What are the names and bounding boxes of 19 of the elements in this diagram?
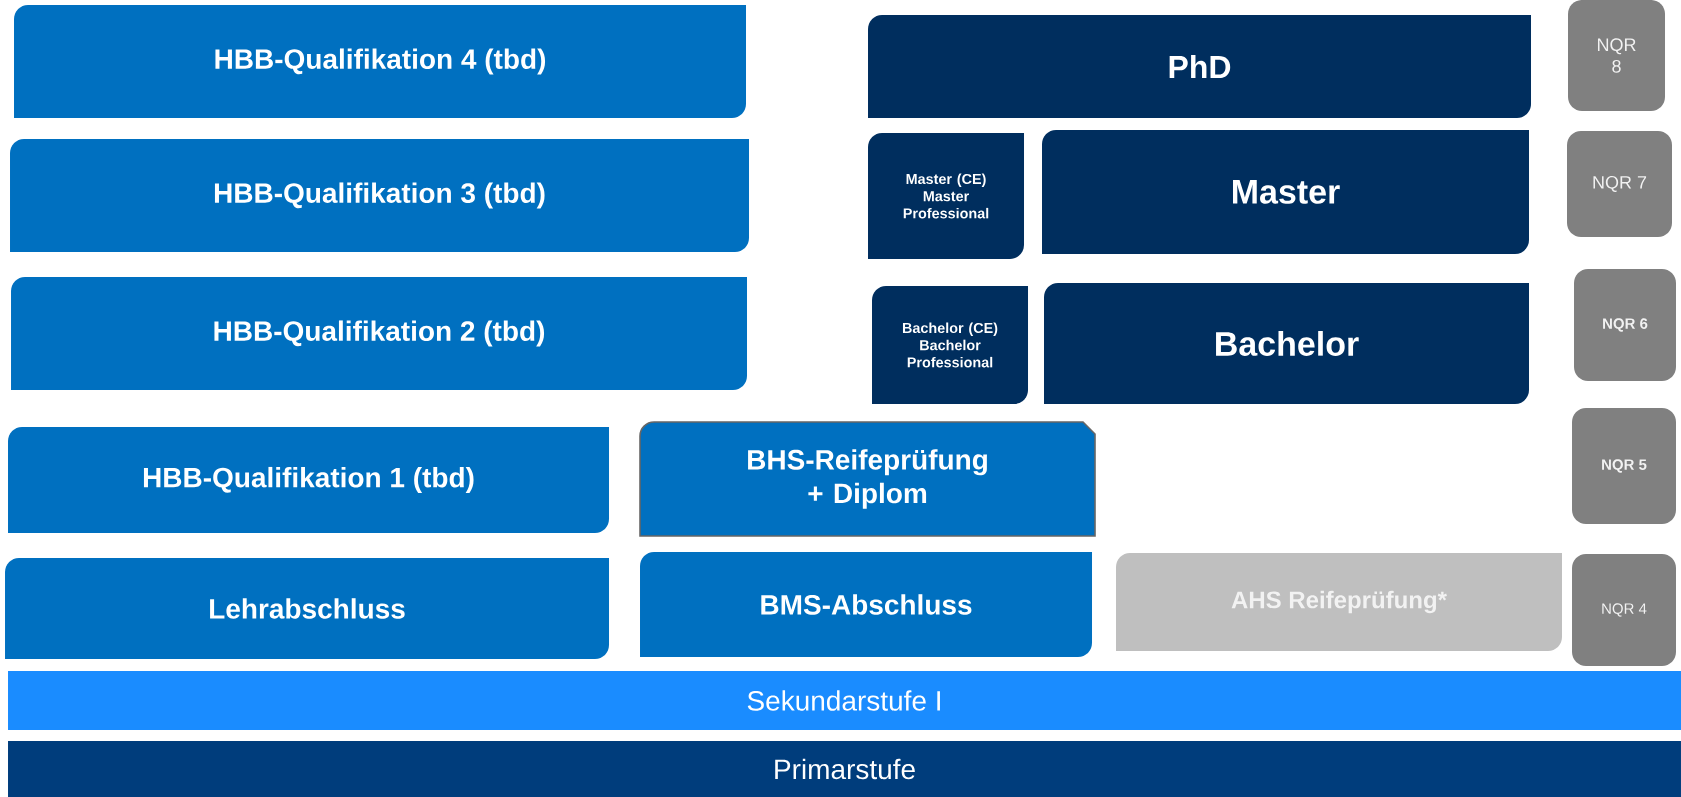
level-box: Bachelor bbox=[1044, 283, 1529, 404]
level-box: PhD bbox=[868, 15, 1531, 118]
nqr-badge: NQR 6 bbox=[1574, 269, 1676, 381]
level-box: HBB-Qualifikation 4 (tbd) bbox=[14, 5, 746, 118]
level-box: Lehrabschluss bbox=[5, 558, 609, 659]
nqr-badge: NQR 5 bbox=[1572, 408, 1676, 524]
nqr-badge: NQR 8 bbox=[1568, 0, 1665, 111]
level-box: Master bbox=[1042, 130, 1529, 254]
level-band: Primarstufe bbox=[8, 741, 1681, 797]
nqr-badge: NQR 4 bbox=[1572, 554, 1676, 666]
level-box: BMS-Abschluss bbox=[640, 552, 1092, 657]
nqr-badge: NQR 7 bbox=[1567, 131, 1672, 237]
level-band: Sekundarstufe I bbox=[8, 671, 1681, 730]
level-box: HBB-Qualifikation 3 (tbd) bbox=[10, 139, 749, 252]
level-box: Master (CE) Master Professional bbox=[868, 133, 1024, 259]
level-box: Bachelor (CE) Bachelor Professional bbox=[872, 286, 1028, 404]
level-box: HBB-Qualifikation 2 (tbd) bbox=[11, 277, 747, 390]
level-box: BHS-Reifeprüfung + Diplom bbox=[639, 421, 1096, 537]
level-box: HBB-Qualifikation 1 (tbd) bbox=[8, 427, 609, 533]
